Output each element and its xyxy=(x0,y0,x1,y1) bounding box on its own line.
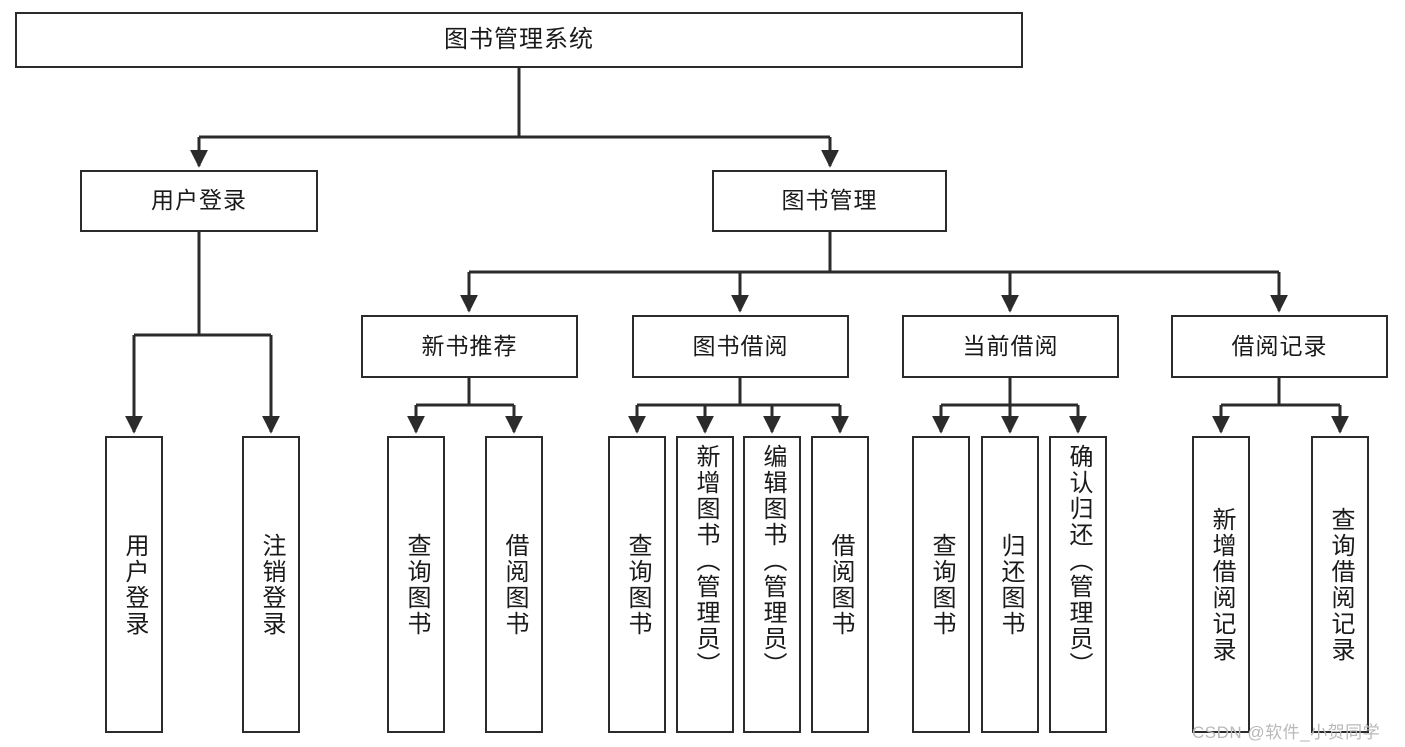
node-label: 归还图书 xyxy=(997,532,1024,637)
leaf-borrow-record-add-record[interactable]: 新增借阅记录 xyxy=(1192,436,1250,733)
leaf-current-borrow-confirm-return-admin[interactable]: 确认归还（管理员） xyxy=(1049,436,1107,733)
leaf-current-borrow-query-book[interactable]: 查询图书 xyxy=(912,436,970,733)
node-root-book-management-system[interactable]: 图书管理系统 xyxy=(15,12,1023,68)
leaf-current-borrow-return-book[interactable]: 归还图书 xyxy=(981,436,1039,733)
node-label: 确认归还（管理员） xyxy=(1065,444,1092,678)
leaf-user-login-login[interactable]: 用户登录 xyxy=(105,436,163,733)
node-user-login[interactable]: 用户登录 xyxy=(80,170,318,232)
node-label: 新增图书（管理员） xyxy=(692,444,719,678)
node-label: 借阅图书 xyxy=(501,532,528,637)
node-label: 借阅记录 xyxy=(1231,332,1328,359)
leaf-book-borrow-borrow-book[interactable]: 借阅图书 xyxy=(811,436,869,733)
leaf-book-borrow-add-book-admin[interactable]: 新增图书（管理员） xyxy=(676,436,734,733)
node-book-management[interactable]: 图书管理 xyxy=(712,170,947,232)
watermark-csdn: CSDN @软件_小贺同学 xyxy=(1192,723,1381,742)
node-label: 当前借阅 xyxy=(962,332,1059,359)
node-label: 查询借阅记录 xyxy=(1327,506,1354,663)
node-label: 查询图书 xyxy=(928,532,955,637)
leaf-user-login-logout[interactable]: 注销登录 xyxy=(242,436,300,733)
node-label: 图书管理 xyxy=(781,187,878,214)
node-current-borrow[interactable]: 当前借阅 xyxy=(902,315,1119,378)
node-label: 查询图书 xyxy=(403,532,430,637)
node-label: 用户登录 xyxy=(121,532,148,637)
node-label: 编辑图书（管理员） xyxy=(759,444,786,678)
node-label: 用户登录 xyxy=(151,187,247,214)
node-label: 新书推荐 xyxy=(421,332,518,359)
node-label: 查询图书 xyxy=(624,532,651,637)
leaf-new-book-borrow-book[interactable]: 借阅图书 xyxy=(485,436,543,733)
node-label: 借阅图书 xyxy=(827,532,854,637)
node-borrow-record[interactable]: 借阅记录 xyxy=(1171,315,1388,378)
leaf-borrow-record-query-record[interactable]: 查询借阅记录 xyxy=(1311,436,1369,733)
leaf-book-borrow-query-book[interactable]: 查询图书 xyxy=(608,436,666,733)
node-label: 图书借阅 xyxy=(692,332,789,359)
node-book-borrow[interactable]: 图书借阅 xyxy=(632,315,849,378)
node-label: 注销登录 xyxy=(258,532,285,637)
node-label: 新增借阅记录 xyxy=(1208,506,1235,663)
node-new-book-recommend[interactable]: 新书推荐 xyxy=(361,315,578,378)
leaf-new-book-query-book[interactable]: 查询图书 xyxy=(387,436,445,733)
leaf-book-borrow-edit-book-admin[interactable]: 编辑图书（管理员） xyxy=(743,436,801,733)
node-label: 图书管理系统 xyxy=(444,25,594,53)
